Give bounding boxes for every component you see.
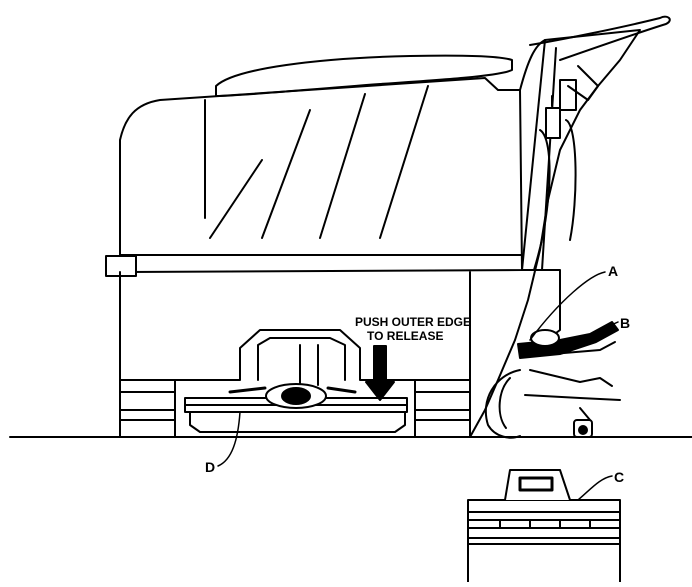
leader-d — [217, 411, 241, 467]
leader-c — [577, 475, 613, 501]
callout-a: A — [608, 263, 618, 279]
front-wheel — [484, 369, 521, 439]
leader-a — [529, 271, 606, 341]
instruction-line-2: TO RELEASE — [367, 329, 443, 343]
push-arrow-head — [365, 381, 395, 401]
instruction-line-1: PUSH OUTER EDGE — [355, 315, 471, 329]
callout-d: D — [205, 459, 215, 475]
recovery-tank — [119, 77, 523, 273]
tank-lid — [215, 54, 513, 97]
callout-b: B — [620, 315, 630, 331]
callout-c: C — [614, 469, 624, 485]
lever-b — [517, 321, 619, 359]
control-column — [469, 29, 641, 438]
handle-bar — [529, 15, 671, 61]
leader-b — [599, 321, 619, 331]
brush-housing — [174, 329, 416, 438]
push-arrow-shaft — [373, 345, 387, 383]
squeegee-linkage — [529, 369, 613, 387]
